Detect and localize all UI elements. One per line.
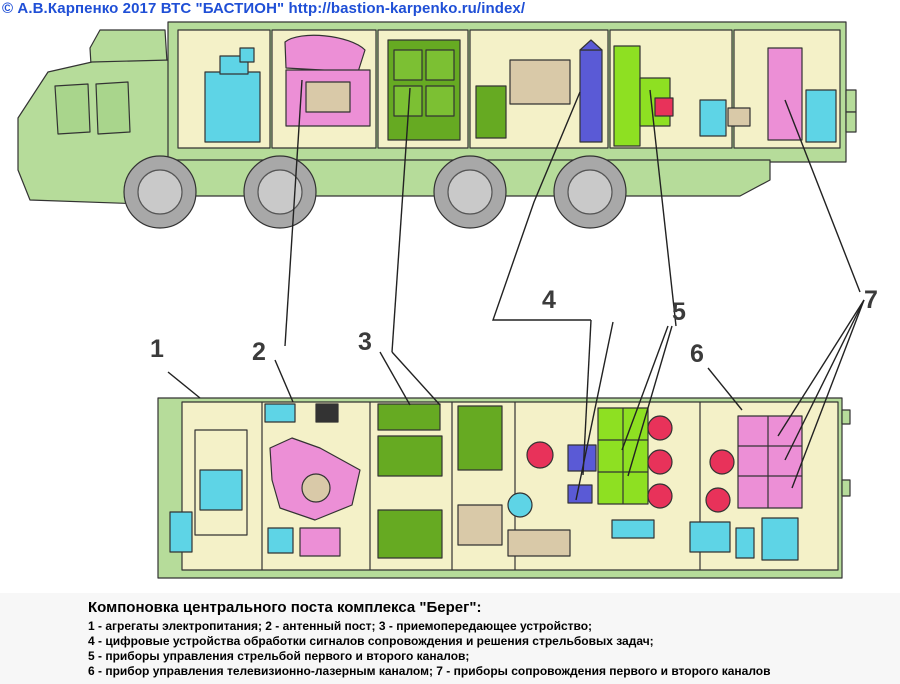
caption-line: 6 - прибор управления телевизионно-лазер… <box>88 664 771 678</box>
caption-title: Компоновка центрального поста комплекса … <box>88 599 482 616</box>
number-labels: 1 2 3 4 5 6 7 <box>150 286 878 368</box>
plan-view <box>157 397 851 579</box>
truck-side-view <box>17 21 857 229</box>
copyright-text: © А.В.Карпенко 2017 ВТС "БАСТИОН" http:/… <box>2 0 526 17</box>
label-3: 3 <box>358 328 372 356</box>
label-7: 7 <box>864 286 878 314</box>
label-6: 6 <box>690 340 704 368</box>
label-2: 2 <box>252 338 266 366</box>
label-1: 1 <box>150 335 164 363</box>
leader-lines <box>167 79 865 501</box>
caption-line: 5 - приборы управления стрельбой первого… <box>88 649 470 663</box>
label-4: 4 <box>542 286 556 314</box>
caption-block: Компоновка центрального поста комплекса … <box>0 593 900 684</box>
caption-line: 4 - цифровые устройства обработки сигнал… <box>88 634 654 648</box>
caption-line: 1 - агрегаты электропитания; 2 - антенны… <box>88 619 593 633</box>
label-5: 5 <box>672 298 686 326</box>
layout-diagram: 1 2 3 4 5 6 7 <box>17 21 878 579</box>
